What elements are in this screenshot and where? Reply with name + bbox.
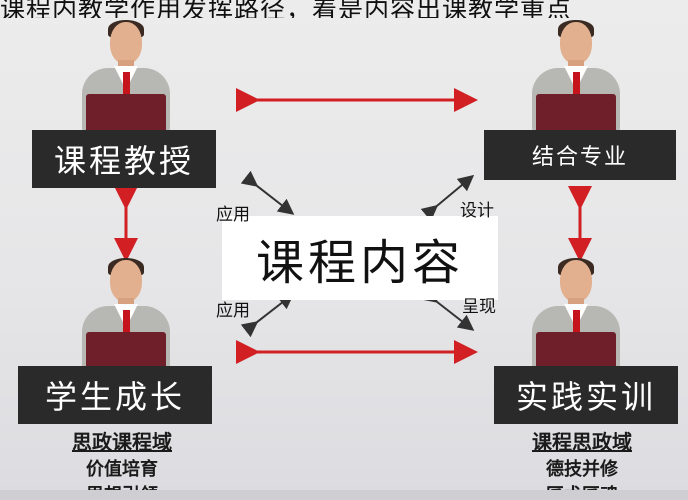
person-icon-bottom-right bbox=[526, 258, 626, 374]
edge-label-upper-right: 设计 bbox=[460, 201, 494, 221]
node-top-left: 课程教授 bbox=[32, 130, 216, 188]
arrow-upper-left-diag bbox=[240, 170, 295, 215]
center-node: 课程内容 bbox=[222, 216, 498, 300]
node-top-right: 结合专业 bbox=[484, 130, 676, 180]
left-list-item: 价值培育 bbox=[86, 459, 158, 480]
left-list-title: 思政课程域 bbox=[72, 430, 172, 454]
arrows-layer bbox=[114, 88, 592, 364]
person-icon-top-right bbox=[526, 20, 626, 136]
diagram-slide: 课程教授 结合专业 学生成长 实践实训 课程内容 应用 设计 应用 呈现 思政课… bbox=[12, 14, 678, 500]
edge-label-lower-right: 呈现 bbox=[462, 297, 496, 317]
right-list: 课程思政域 德技并修 匠术匠魂 bbox=[502, 426, 662, 500]
left-list: 思政课程域 价值培育 思想引领 bbox=[42, 426, 202, 500]
arrow-lower-left-diag bbox=[240, 293, 295, 338]
right-list-title: 课程思政域 bbox=[532, 430, 632, 454]
person-icon-bottom-left bbox=[76, 258, 176, 374]
node-bottom-left: 学生成长 bbox=[18, 366, 212, 424]
right-list-item: 德技并修 bbox=[546, 459, 618, 480]
person-icon-top-left bbox=[76, 20, 176, 136]
bottom-bar bbox=[0, 490, 688, 500]
arrow-lower-right-diag bbox=[420, 286, 475, 331]
edge-label-upper-left: 应用 bbox=[216, 205, 250, 225]
node-bottom-right: 实践实训 bbox=[494, 366, 678, 424]
caption-text: 课程内教学作用发挥路径，着是内容出课教学重点 bbox=[0, 0, 573, 18]
arrow-upper-right-diag bbox=[420, 174, 475, 222]
edge-label-lower-left: 应用 bbox=[216, 301, 250, 321]
